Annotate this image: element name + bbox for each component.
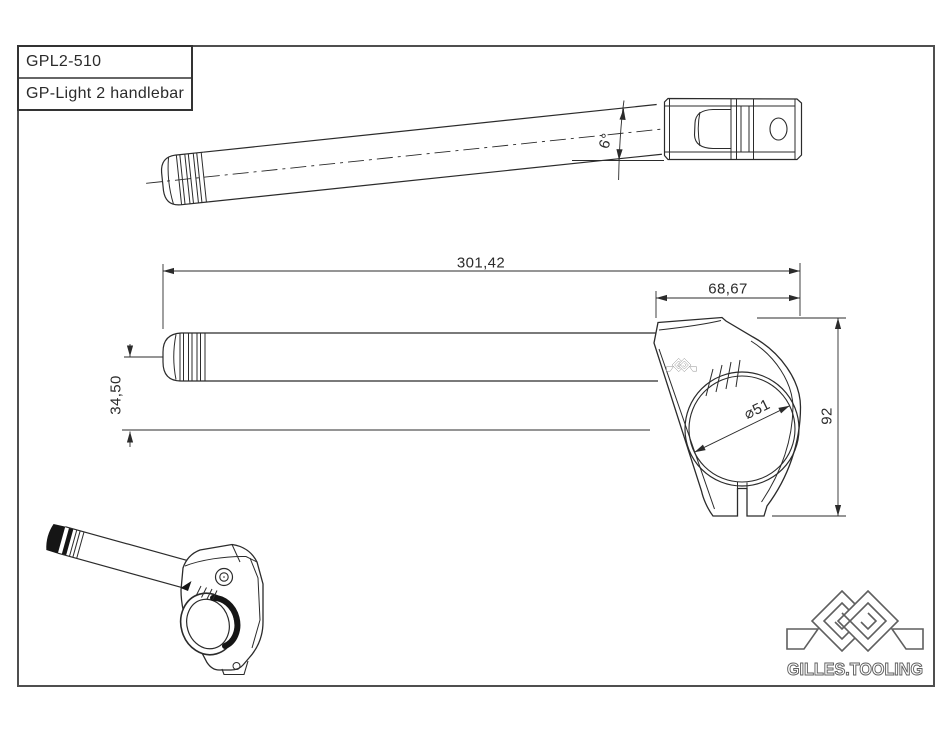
dim-clamp-height-label: 92 bbox=[818, 407, 836, 425]
side-view-handlebar-tube bbox=[162, 332, 658, 382]
angle-dimension bbox=[572, 100, 664, 181]
gilles-monogram-icon bbox=[786, 590, 924, 652]
dim-overall-length-label: 301,42 bbox=[456, 254, 506, 272]
frame-border bbox=[17, 45, 935, 687]
iso-clamp bbox=[179, 543, 264, 676]
knurl-lines bbox=[179, 333, 206, 381]
top-view-handlebar-tube bbox=[146, 103, 693, 207]
iso-index-marks bbox=[195, 585, 218, 601]
brand-logo: GILLES.TOOLING bbox=[786, 590, 924, 680]
dim-bar-center-offset-label: 34,50 bbox=[107, 375, 125, 415]
part-number-text: GPL2-510 bbox=[26, 53, 102, 70]
title-block-box bbox=[17, 45, 193, 111]
iso-handlebar-tube bbox=[46, 523, 194, 590]
dim-clamp-length-label: 68,67 bbox=[708, 280, 748, 298]
dim-line-bore-diameter bbox=[694, 405, 790, 453]
top-view bbox=[146, 97, 803, 207]
side-view-dimensions bbox=[126, 263, 846, 517]
bar-end-boss bbox=[693, 108, 731, 150]
part-name-text: GP-Light 2 handlebar bbox=[26, 85, 185, 102]
side-view bbox=[122, 263, 846, 517]
tube-centerline bbox=[146, 125, 693, 184]
side-view-clamp bbox=[653, 316, 802, 517]
top-view-clamp bbox=[663, 97, 803, 161]
isometric-view bbox=[46, 523, 264, 676]
clamp-bolt-hole bbox=[769, 117, 788, 141]
brand-wordmark: GILLES.TOOLING bbox=[787, 659, 923, 679]
direction-arrow-mark bbox=[180, 581, 192, 591]
clamp-bore bbox=[688, 375, 796, 483]
angle-index-marks bbox=[705, 359, 741, 397]
clamp-bore-outer bbox=[684, 371, 800, 487]
